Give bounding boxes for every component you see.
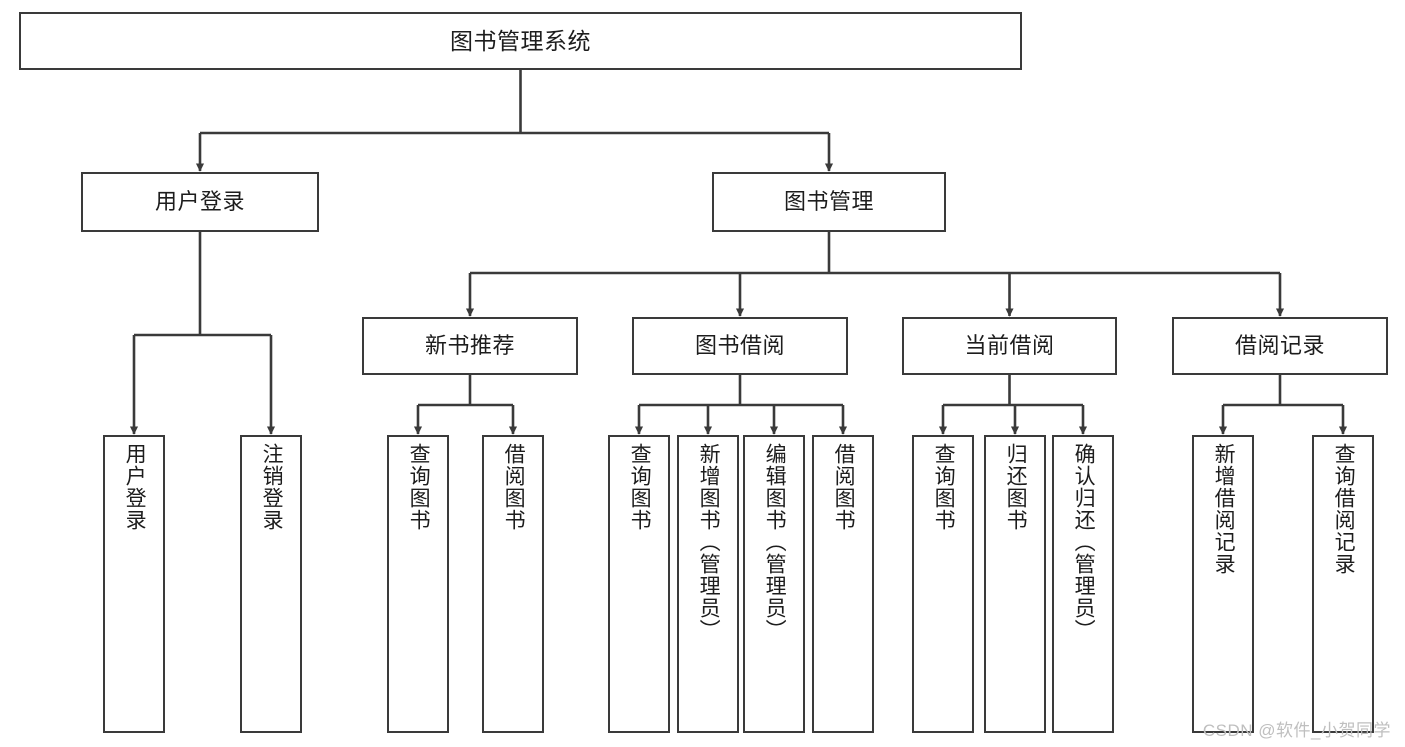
node-label: 查询借阅记录 [1332, 443, 1356, 575]
node-label: 用户登录 [154, 189, 245, 215]
node-leaf-08[interactable]: 借阅图书 [812, 435, 874, 733]
node-label: 查询图书 [407, 443, 431, 531]
node-leaf-11[interactable]: 确认归还（管理员） [1052, 435, 1114, 733]
node-current[interactable]: 当前借阅 [902, 317, 1117, 375]
node-label: 归还图书 [1004, 443, 1028, 531]
node-leaf-04[interactable]: 借阅图书 [482, 435, 544, 733]
node-label: 确认归还（管理员） [1072, 443, 1096, 641]
node-login[interactable]: 用户登录 [81, 172, 319, 232]
node-label: 查询图书 [628, 443, 652, 531]
node-label: 借阅记录 [1234, 333, 1325, 359]
node-label: 编辑图书（管理员） [763, 443, 787, 641]
node-bookmgmt[interactable]: 图书管理 [712, 172, 946, 232]
node-label: 借阅图书 [832, 443, 856, 531]
node-borrow[interactable]: 图书借阅 [632, 317, 848, 375]
node-records[interactable]: 借阅记录 [1172, 317, 1388, 375]
node-leaf-13[interactable]: 查询借阅记录 [1312, 435, 1374, 733]
node-leaf-09[interactable]: 查询图书 [912, 435, 974, 733]
node-root[interactable]: 图书管理系统 [19, 12, 1022, 70]
node-label: 新增借阅记录 [1212, 443, 1236, 575]
node-leaf-01[interactable]: 用户登录 [103, 435, 165, 733]
node-label: 新增图书（管理员） [697, 443, 721, 641]
node-label: 查询图书 [932, 443, 956, 531]
node-label: 图书管理系统 [450, 27, 591, 54]
node-label: 图书借阅 [694, 333, 785, 359]
node-leaf-12[interactable]: 新增借阅记录 [1192, 435, 1254, 733]
node-leaf-07[interactable]: 编辑图书（管理员） [743, 435, 805, 733]
csdn-watermark: CSDN @软件_小贺同学 [1202, 721, 1391, 740]
node-leaf-06[interactable]: 新增图书（管理员） [677, 435, 739, 733]
node-label: 当前借阅 [964, 333, 1055, 359]
node-newbook[interactable]: 新书推荐 [362, 317, 578, 375]
node-label: 借阅图书 [502, 443, 526, 531]
node-label: 图书管理 [783, 189, 874, 215]
node-label: 用户登录 [123, 443, 147, 531]
node-label: 新书推荐 [424, 333, 515, 359]
node-leaf-10[interactable]: 归还图书 [984, 435, 1046, 733]
node-leaf-05[interactable]: 查询图书 [608, 435, 670, 733]
node-label: 注销登录 [260, 443, 284, 531]
node-leaf-02[interactable]: 注销登录 [240, 435, 302, 733]
node-leaf-03[interactable]: 查询图书 [387, 435, 449, 733]
